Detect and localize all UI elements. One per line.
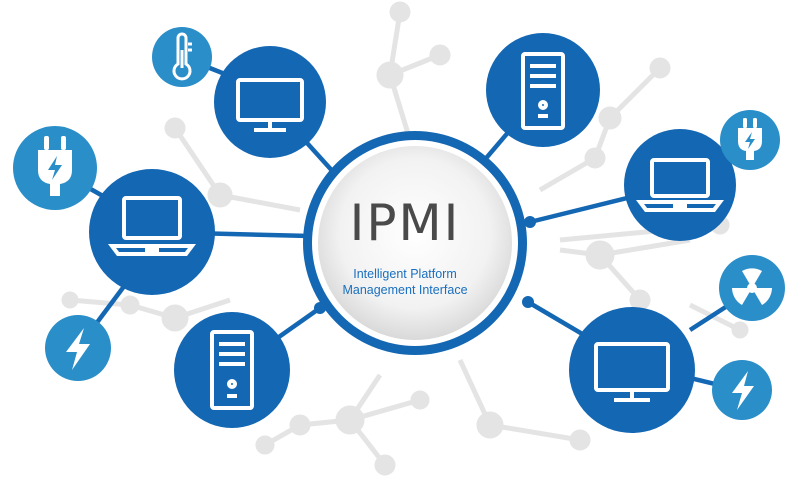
hub-title: IPMI: [349, 194, 461, 252]
server-tower-icon: [521, 52, 565, 130]
radiation-icon: [732, 268, 772, 305]
server-tower-icon: [210, 330, 254, 410]
background-network: [61, 1, 749, 476]
laptop-node-right: [624, 129, 736, 241]
laptop-node-left: [89, 169, 215, 295]
laptop-icon: [636, 158, 724, 212]
lightning-icon: [66, 328, 90, 370]
radiation-satellite: [719, 255, 785, 321]
lightning-satellite-right: [712, 360, 772, 420]
monitor-node-bottom-right: [569, 307, 695, 433]
server-node-top-right: [486, 33, 600, 147]
monitor-icon: [236, 78, 304, 132]
lightning-satellite-left: [45, 315, 111, 381]
hub-subtitle: Intelligent Platform Management Interfac…: [330, 266, 480, 298]
power-plug-satellite-left: [13, 126, 97, 210]
thermometer-icon: [172, 32, 192, 81]
power-plug-icon: [38, 136, 72, 196]
laptop-icon: [108, 196, 196, 256]
lightning-icon: [732, 371, 754, 410]
hub-subtitle-line-2: Management Interface: [342, 283, 468, 297]
monitor-icon: [594, 342, 670, 402]
thermometer-satellite: [152, 27, 212, 87]
hub-subtitle-line-1: Intelligent Platform: [353, 267, 457, 281]
power-plug-icon: [738, 118, 762, 160]
power-plug-satellite-right: [720, 110, 780, 170]
ipmi-hub: [303, 131, 527, 355]
server-node-bottom-left: [174, 312, 290, 428]
monitor-node-top-left: [214, 46, 326, 158]
